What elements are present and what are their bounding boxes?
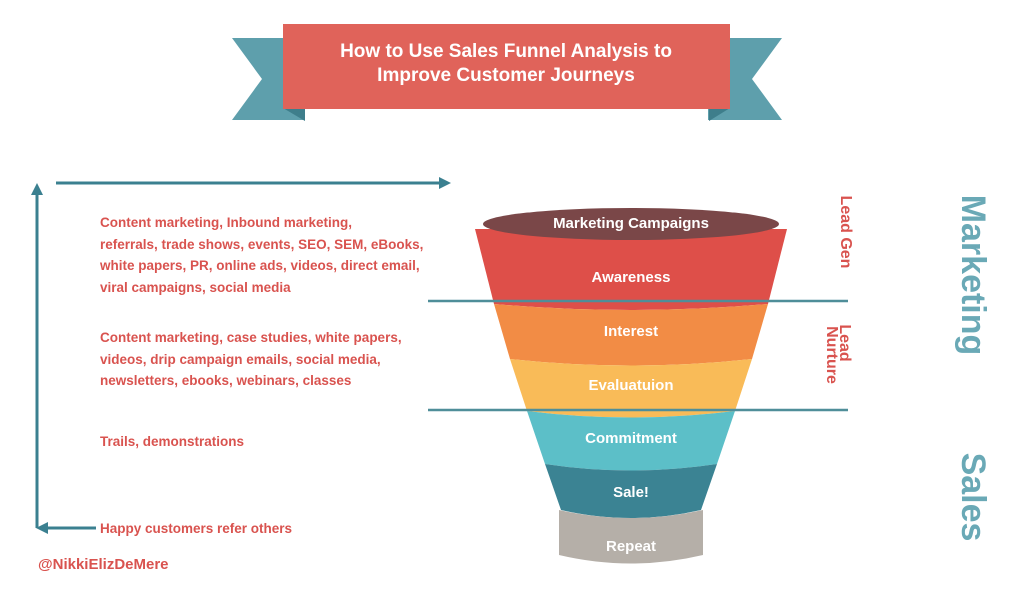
- funnel-segment-awareness: [475, 229, 787, 310]
- stage-label-interest: Interest: [603, 323, 659, 340]
- flow-arrows: [31, 177, 451, 534]
- funnel-segment-evaluation: [510, 359, 752, 418]
- label-sales: Sales: [954, 452, 992, 542]
- page-title: How to Use Sales Funnel Analysis to Impr…: [285, 40, 727, 88]
- funnel-segment-commitment: [527, 411, 735, 471]
- label-lead-gen: Lead Gen: [837, 195, 854, 269]
- author-handle: @NikkiElizDeMere: [38, 556, 169, 573]
- funnel-segment-repeat: [559, 510, 703, 564]
- stage-label-awareness: Awareness: [591, 269, 671, 286]
- top-arrow-head: [439, 177, 451, 189]
- title-line-1: How to Use Sales Funnel Analysis to: [340, 41, 672, 62]
- stage-label-commitment: Commitment: [585, 430, 677, 447]
- title-ribbon: [232, 24, 782, 121]
- description-repeat: Happy customers refer others: [100, 521, 293, 536]
- funnel: [470, 201, 792, 564]
- stage-label-marketing-campaigns: Marketing Campaigns: [553, 215, 709, 232]
- title-line-2: Improve Customer Journeys: [377, 65, 635, 86]
- ribbon-fold-left: [283, 108, 305, 121]
- description-commitment: Trails, demonstrations: [100, 434, 245, 449]
- description-lead-nurture: Content marketing, case studies, white p…: [100, 330, 402, 388]
- label-marketing: Marketing: [954, 194, 992, 356]
- bottom-arrow-head: [36, 522, 48, 534]
- stage-label-repeat: Repeat: [605, 538, 657, 555]
- vertical-arrow-head: [31, 183, 43, 195]
- description-lead-gen: Content marketing, Inbound marketing, re…: [100, 215, 424, 295]
- funnel-segment-interest: [494, 304, 768, 366]
- funnel-segment-sale: [545, 464, 717, 518]
- stage-label-sale: Sale!: [613, 484, 649, 501]
- label-lead-nurture-line2: Nurture: [823, 326, 840, 384]
- funnel-top-marketing-campaigns: [483, 208, 779, 240]
- ribbon-front: [283, 24, 730, 109]
- ribbon-fold-right: [709, 108, 730, 121]
- stage-label-evaluation: Evaluatuion: [588, 377, 674, 394]
